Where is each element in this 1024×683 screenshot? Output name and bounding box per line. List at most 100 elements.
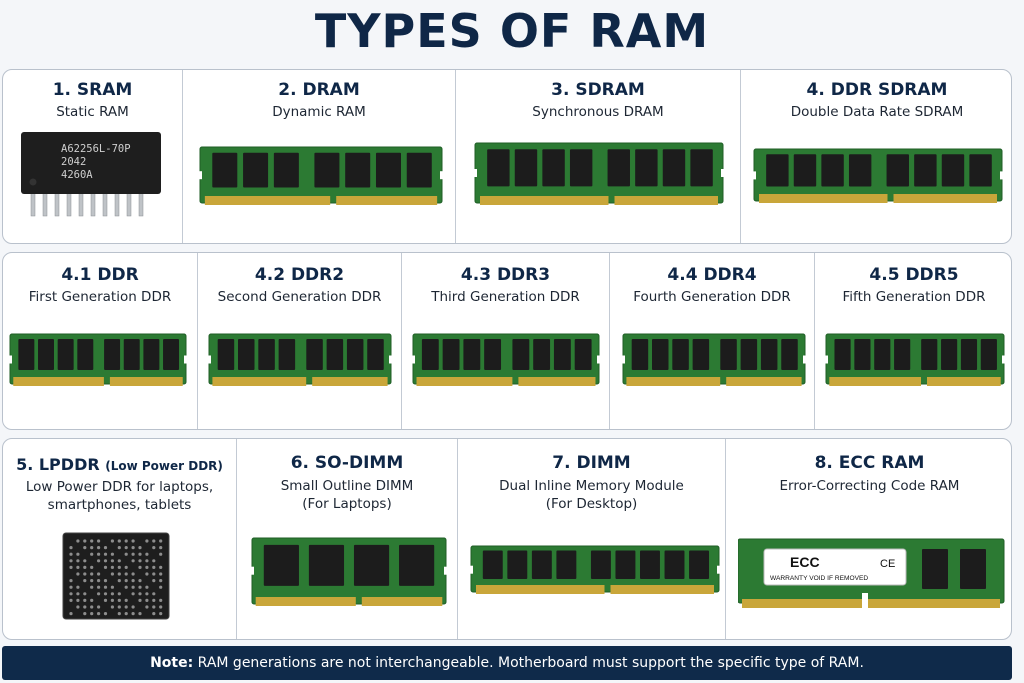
card-title: 6. SO-DIMM [290, 453, 404, 473]
solder-ball [69, 552, 73, 556]
memory-chip [690, 149, 713, 187]
memory-chip [652, 339, 669, 370]
solder-ball [131, 612, 135, 616]
memory-chip [326, 339, 344, 370]
solder-ball [110, 565, 114, 569]
memory-chip [960, 339, 978, 370]
solder-ball [145, 565, 149, 569]
solder-ball [124, 552, 128, 556]
side-notch [389, 355, 392, 364]
side-notch [184, 355, 187, 364]
memory-chip [740, 339, 758, 370]
memory-chip [487, 149, 510, 187]
card-ecc-ram: 8. ECC RAM Error-Correcting Code RAM ECC… [725, 439, 1011, 639]
gold-contacts [336, 196, 438, 205]
solder-ball [159, 612, 163, 616]
card-title: 4.5 DDR5 [869, 265, 959, 285]
gold-contacts [416, 377, 513, 386]
gold-contacts [893, 194, 997, 203]
solder-ball [90, 585, 94, 589]
memory-chip [18, 339, 35, 370]
solder-ball [131, 559, 135, 563]
solder-ball [145, 559, 149, 563]
solder-ball [69, 579, 73, 583]
gold-contacts [927, 377, 1001, 386]
solder-ball [124, 612, 128, 616]
solder-ball [159, 539, 163, 543]
solder-ball [117, 579, 121, 583]
solder-ball [159, 579, 163, 583]
memory-chip [631, 339, 649, 370]
memory-chip [263, 544, 299, 586]
row-ddr-generations: 4.1 DDR First Generation DDR 4.2 DDR2 Se… [2, 252, 1012, 430]
solder-ball [90, 539, 94, 543]
memory-chip [278, 339, 296, 370]
solder-ball [97, 559, 101, 563]
ddr-sdram-module-image [753, 148, 1003, 203]
solder-ball [124, 539, 128, 543]
solder-ball [159, 585, 163, 589]
card-title: 4.3 DDR3 [460, 265, 551, 285]
solder-ball [138, 552, 142, 556]
memory-chip [38, 339, 54, 370]
card-subtitle-line2: (For Desktop) [545, 496, 638, 512]
solder-ball [69, 592, 73, 596]
memory-chip [243, 152, 269, 188]
memory-chip [781, 339, 798, 370]
solder-ball [83, 546, 87, 550]
solder-ball [145, 552, 149, 556]
solder-ball [69, 546, 73, 550]
card-subtitle: Static RAM [56, 104, 129, 120]
card-subtitle-line1: Dual Inline Memory Module [499, 478, 684, 494]
solder-ball [103, 585, 108, 589]
pcb [825, 333, 1005, 385]
side-notch [721, 169, 724, 177]
side-notch [444, 566, 447, 575]
solder-ball [110, 598, 114, 602]
memory-chip [421, 339, 439, 370]
solder-ball [138, 585, 142, 589]
solder-ball [145, 605, 149, 609]
memory-chip [484, 339, 502, 370]
solder-ball [138, 612, 142, 616]
side-notch [199, 171, 202, 180]
lpddr-package [62, 532, 170, 620]
memory-chip [854, 339, 871, 370]
side-notch [474, 169, 477, 177]
solder-ball [76, 605, 80, 609]
side-notch [9, 355, 12, 364]
card-subtitle: Synchronous DRAM [532, 104, 664, 120]
pcb [412, 333, 600, 385]
ddr4-module-image [622, 333, 806, 386]
solder-ball [124, 585, 128, 589]
solder-ball [83, 598, 87, 602]
memory-chip [442, 339, 460, 370]
memory-chip [664, 550, 685, 580]
memory-chip [635, 149, 658, 187]
solder-ball [90, 612, 94, 616]
ecc-sticker [763, 548, 907, 586]
solder-ball [117, 598, 121, 602]
pcb [208, 333, 392, 385]
warranty-text: WARRANTY VOID IF REMOVED [770, 575, 868, 582]
side-notch [622, 355, 625, 364]
pcb [753, 148, 1003, 202]
memory-chip [556, 550, 577, 580]
ecc-contacts-left [742, 599, 862, 608]
side-notch [440, 171, 443, 180]
side-notch [753, 171, 756, 180]
ddr3-module-image [412, 333, 600, 386]
solder-ball [90, 565, 94, 569]
memory-chip [720, 339, 737, 370]
memory-chip [969, 154, 992, 187]
gold-contacts [204, 196, 331, 205]
card-subtitle-line1: Low Power DDR for laptops, [25, 479, 214, 495]
solder-ball [69, 559, 73, 563]
solder-ball [83, 579, 87, 583]
solder-ball [124, 579, 128, 583]
card-ddr-sdram: 4. DDR SDRAM Double Data Rate SDRAM [740, 70, 1011, 243]
solder-ball [69, 612, 73, 616]
solder-ball [138, 559, 142, 563]
solder-ball [131, 585, 135, 589]
memory-chip [615, 550, 636, 580]
